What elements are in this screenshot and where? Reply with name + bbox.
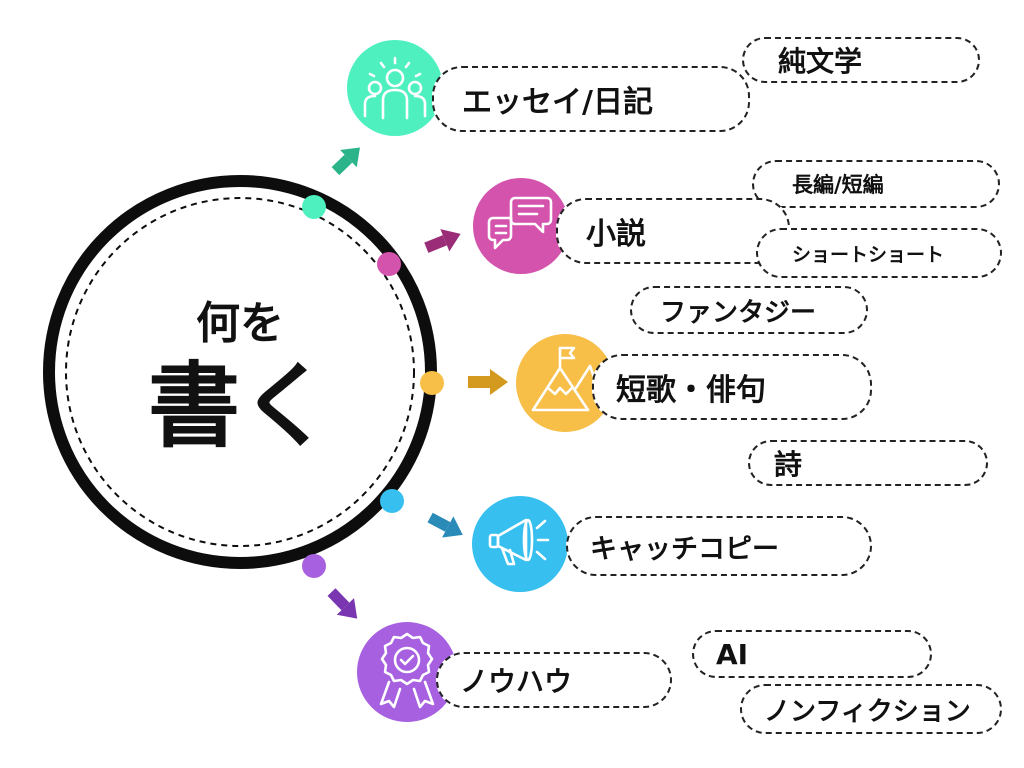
- essay-icon-circle: [347, 40, 443, 136]
- branch-essay-pill: エッセイ/日記: [432, 66, 750, 132]
- connector-dot-novel: [377, 252, 401, 276]
- arrow-tanka: [468, 369, 508, 395]
- knowhow-icon-circle: [357, 622, 457, 722]
- award-badge-icon: [379, 632, 435, 709]
- branch-knowhow-label: ノウハウ: [460, 665, 573, 698]
- branch-copy-pill: キャッチコピー: [566, 516, 872, 576]
- tag-chouhen: 長編/短編: [752, 160, 1000, 208]
- tag-ai-label: AI: [716, 637, 749, 671]
- copy-icon-circle: [472, 496, 568, 592]
- people-icon: [363, 56, 427, 120]
- connector-dot-tanka: [420, 371, 444, 395]
- arrow-copy: [427, 512, 463, 538]
- tag-poem: 詩: [748, 440, 988, 486]
- arrow-knowhow: [327, 588, 358, 619]
- tag-nonfiction: ノンフィクション: [740, 684, 1002, 734]
- connector-dot-copy: [380, 489, 404, 513]
- tag-shortshort-label: ショートショート: [792, 243, 945, 266]
- branch-knowhow-pill: ノウハウ: [436, 652, 672, 708]
- branch-essay-label: エッセイ/日記: [462, 85, 653, 120]
- inner-dashed-ring: [65, 197, 415, 547]
- center-title-small: 何を: [196, 298, 284, 349]
- tag-junbungaku-label: 純文学: [778, 45, 863, 78]
- arrow-essay: [331, 147, 360, 176]
- chat-bubbles-icon: [487, 196, 553, 250]
- tanka-icon-circle: [516, 334, 614, 432]
- connector-dot-essay: [302, 195, 326, 219]
- branch-copy-label: キャッチコピー: [590, 533, 779, 565]
- novel-icon-circle: [473, 178, 569, 274]
- branch-tanka-label: 短歌・俳句: [616, 373, 766, 408]
- branch-novel-pill: 小説: [556, 198, 790, 264]
- tag-ai: AI: [692, 630, 932, 678]
- connector-dot-knowhow: [302, 554, 326, 578]
- tag-fantasy: ファンタジー: [630, 286, 868, 334]
- branch-novel-label: 小説: [586, 217, 646, 252]
- tag-shortshort: ショートショート: [756, 228, 1002, 278]
- tag-junbungaku: 純文学: [742, 37, 980, 83]
- branch-tanka-pill: 短歌・俳句: [592, 354, 872, 420]
- tag-poem-label: 詩: [774, 448, 803, 481]
- tag-chouhen-label: 長編/短編: [792, 173, 884, 197]
- tag-fantasy-label: ファンタジー: [660, 297, 817, 328]
- center-title-large: 書く: [147, 353, 332, 460]
- arrow-novel: [424, 229, 461, 253]
- tag-nonfiction-label: ノンフィクション: [764, 696, 971, 727]
- megaphone-icon: [488, 518, 550, 566]
